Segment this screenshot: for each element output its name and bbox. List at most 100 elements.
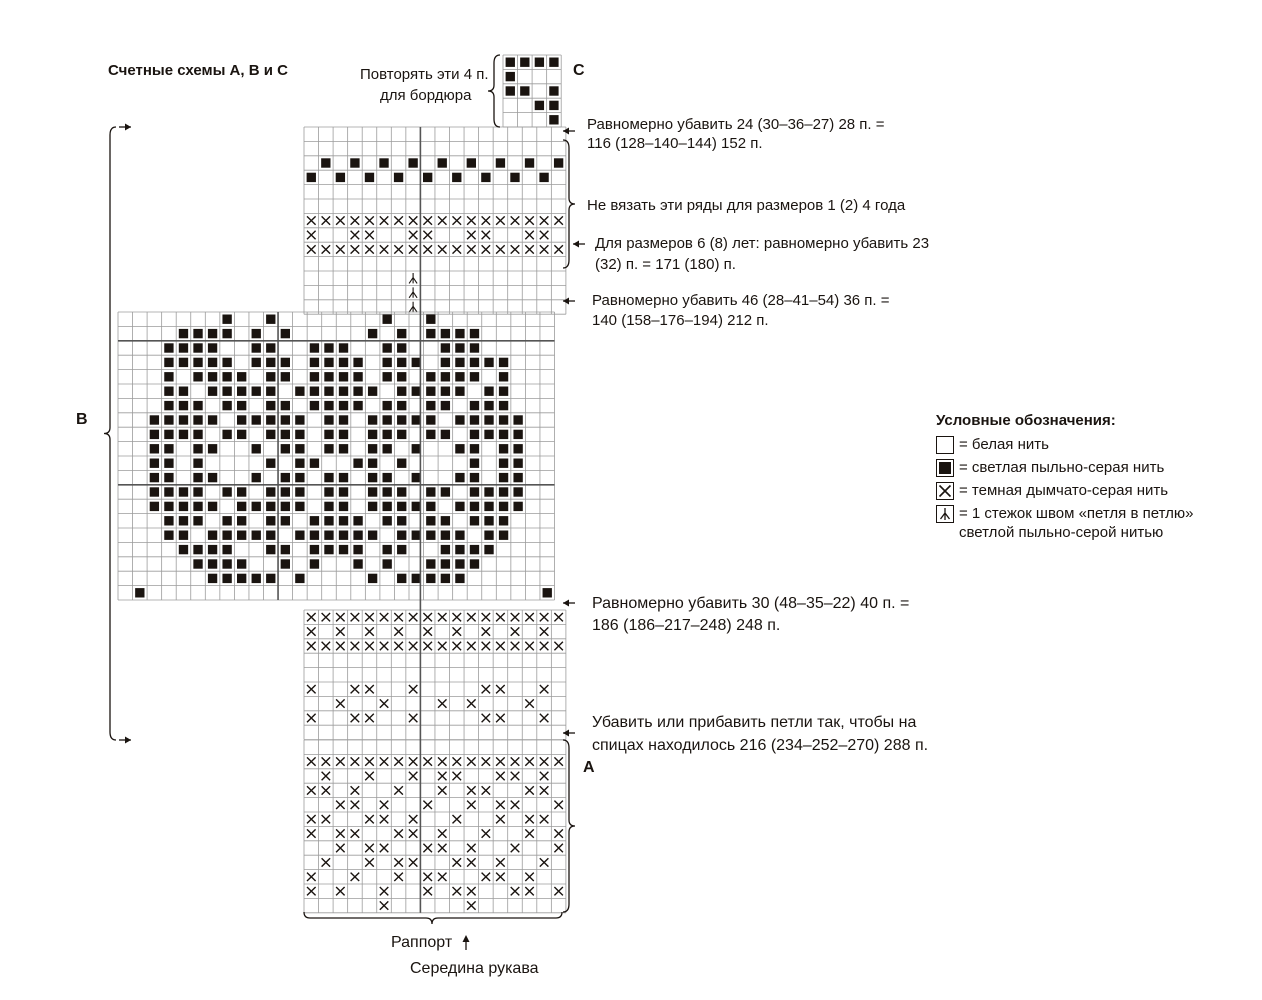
chart-b-cross	[335, 626, 346, 637]
chart-b-cross	[539, 244, 549, 255]
chart-b-motif-cell	[193, 472, 203, 483]
chart-b-motif-cell	[353, 530, 363, 540]
chart-b-motif-cell	[397, 458, 407, 468]
empty-cell-icon	[936, 436, 954, 454]
chart-a-cross	[393, 857, 404, 868]
chart-b-motif-cell	[338, 415, 349, 425]
chart-b-motif-cell	[382, 400, 392, 411]
chart-b-cross	[364, 244, 375, 255]
chart-b-motif-cell	[178, 415, 189, 425]
chart-b-motif-cell	[149, 501, 160, 512]
chart-b-motif-cell	[207, 328, 218, 339]
chart-b-motif-cell	[498, 458, 509, 468]
chart-a-cross	[524, 814, 535, 824]
chart-b-motif-cell	[426, 372, 436, 382]
chart-b-dot	[321, 158, 331, 168]
chart-b-motif-cell	[338, 501, 349, 512]
chart-b-motif-cell	[207, 501, 218, 512]
chart-b-motif-cell	[338, 516, 349, 526]
chart-b-motif-cell	[164, 472, 174, 483]
chart-a-cross	[393, 828, 404, 839]
chart-b-motif-cell	[411, 357, 421, 368]
chart-b-motif-cell	[426, 559, 436, 569]
chart-b-cross	[495, 215, 506, 226]
chart-b-cross	[364, 713, 375, 723]
chart-b-motif-cell	[498, 472, 509, 483]
chart-a-cross	[422, 843, 433, 853]
chart-b-motif-cell	[353, 458, 363, 468]
chart-b-motif-cell	[324, 501, 334, 512]
chart-b-motif-cell	[280, 444, 290, 454]
chart-b-cross	[393, 641, 404, 651]
chart-b-cross	[379, 215, 389, 226]
chart-a-cross	[481, 828, 491, 839]
chart-b-motif-cell	[498, 487, 509, 497]
chart-b-motif-cell	[164, 357, 174, 368]
chart-a-cross	[524, 756, 535, 767]
chart-b-cross	[466, 698, 477, 709]
chart-b-motif-cell	[178, 487, 189, 497]
chart-b-motif-cell	[193, 372, 203, 382]
chart-b-motif-cell	[207, 444, 218, 454]
chart-b-motif-cell	[178, 400, 189, 411]
chart-b-cross	[481, 641, 491, 651]
chart-b-cross	[495, 612, 506, 622]
chart-b-dot	[524, 158, 535, 168]
chart-a-cross	[335, 756, 346, 767]
chart-a-cross	[553, 886, 564, 896]
chart-b-motif-cell	[426, 415, 436, 425]
chart-b-motif-cell	[222, 544, 232, 555]
chart-b-motif-cell	[164, 372, 174, 382]
chart-b-cross	[510, 244, 520, 255]
chart-b-motif-cell	[397, 372, 407, 382]
chart-b-cross	[466, 641, 477, 651]
chart-b-motif-cell	[207, 530, 218, 540]
chart-b-dot	[437, 158, 447, 168]
chart-b-motif-cell	[367, 501, 378, 512]
chart-b-cross	[452, 612, 462, 622]
legend-item-duplicate: = 1 стежок швом «петля в петлю» светлой …	[936, 504, 1193, 542]
chart-b-motif-cell	[178, 343, 189, 353]
label-b: B	[76, 411, 88, 428]
chart-b-cross	[452, 626, 462, 637]
chart-b-cross	[539, 612, 549, 622]
chart-a-cross	[481, 785, 491, 796]
chart-b-bottom-grid	[303, 609, 567, 740]
legend-text-duplicate-1: = 1 стежок швом «петля в петлю»	[959, 505, 1194, 522]
chart-b-motif-cell	[193, 357, 203, 368]
chart-b-motif-cell	[469, 544, 480, 555]
legend-title: Условные обозначения:	[936, 412, 1116, 429]
chart-a-cross	[364, 814, 375, 824]
chart-b-motif-cell	[324, 444, 334, 454]
chart-a-cross	[481, 756, 491, 767]
chart-b-motif-cell	[484, 501, 494, 512]
chart-b-motif-cell	[382, 444, 392, 454]
chart-b-cross	[510, 612, 520, 622]
chart-b-motif-cell	[382, 487, 392, 497]
chart-b-motif-cell	[193, 544, 203, 555]
chart-b-motif-cell	[251, 343, 261, 353]
chart-b-motif-cell	[338, 357, 349, 368]
chart-b-motif-cell	[455, 573, 465, 584]
chart-b-cross	[364, 641, 375, 651]
chart-b-motif-cell	[382, 415, 392, 425]
chart-b-cross	[466, 215, 477, 226]
chart-a-cross	[510, 771, 520, 781]
chart-c-cell	[505, 57, 515, 67]
chart-b-motif-cell	[280, 357, 290, 368]
chart-b-motif-cell	[178, 386, 189, 396]
chart-b-motif-cell	[193, 458, 203, 468]
chart-a-cross	[495, 814, 506, 824]
chart-b-motif-cell	[353, 400, 363, 411]
note-dec-46-1: Равномерно убавить 46 (28–41–54) 36 п. =	[592, 292, 890, 309]
chart-b-motif-cell	[193, 516, 203, 526]
chart-b-motif-cell	[455, 544, 465, 555]
chart-b-top-grid	[303, 126, 567, 315]
chart-b-dot	[452, 172, 462, 183]
chart-b-motif-cell	[382, 314, 392, 324]
note-adjust-2: спицах находилось 216 (234–252–270) 288 …	[592, 737, 929, 754]
chart-b-motif-cell	[251, 357, 261, 368]
chart-b-dot	[423, 172, 433, 183]
chart-b-motif-cell	[411, 530, 421, 540]
chart-b-motif-cell	[440, 530, 451, 540]
